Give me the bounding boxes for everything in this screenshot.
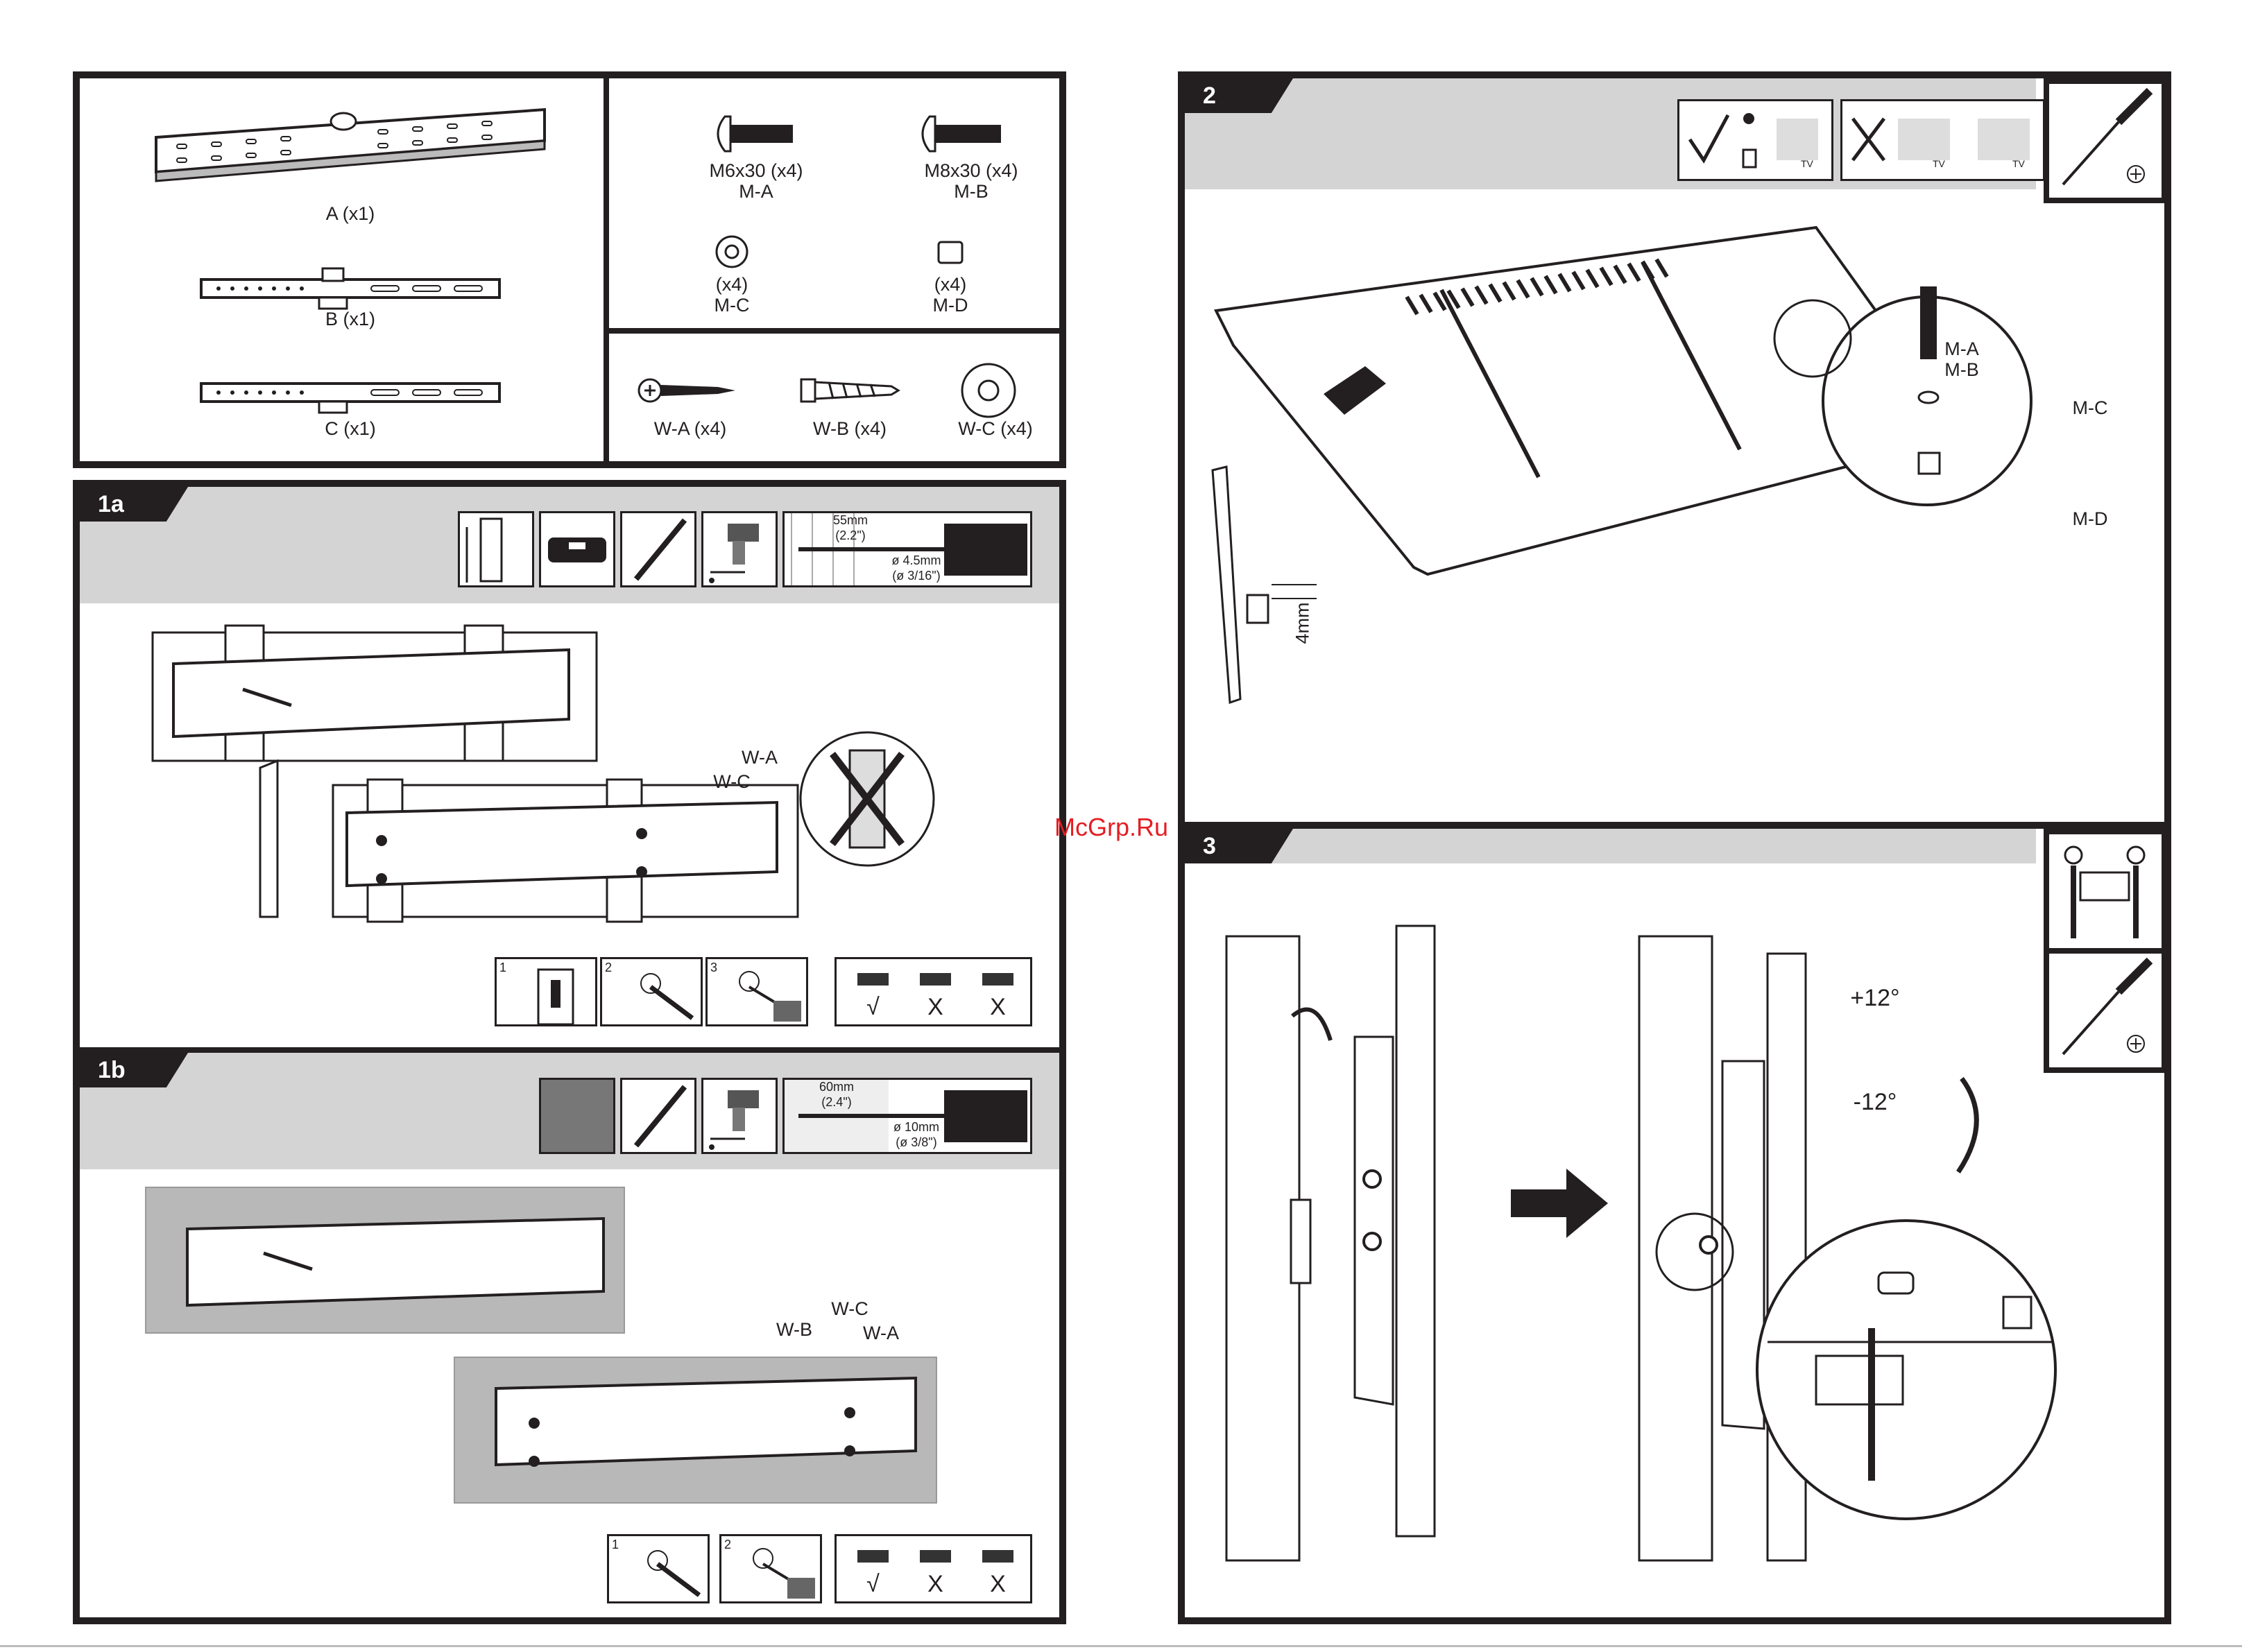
m-d-code-label: M-D	[881, 295, 1020, 316]
w-c-label: W-C (x4)	[926, 418, 1065, 440]
drill-diameter-inch-label: (ø 3/8")	[889, 1135, 944, 1150]
tv-label-3: TV	[2012, 158, 2025, 169]
step-3-header-band	[1185, 829, 2036, 863]
m-b-code-label: M-B	[881, 181, 1061, 203]
step-1-divider	[80, 1047, 1059, 1053]
m-c-qty-label: (x4)	[662, 274, 801, 295]
m-a-code-label: M-A	[666, 181, 846, 203]
drill-depth-diagram: 55mm (2.2") ø 4.5mm (ø 3/16")	[782, 511, 1032, 587]
washer-w-c-icon	[957, 359, 1020, 422]
step-1a-sub2-mark-holes: 2	[600, 957, 703, 1026]
callout-w-c: W-C	[704, 771, 760, 793]
wall-plate-a-drawing	[149, 106, 551, 182]
drill-diameter-label: ø 4.5mm	[889, 553, 944, 568]
parts-panel: A (x1) B (x1) C (x1) M6x30 (x4) M-A M8x3…	[73, 71, 1066, 468]
part-a-label: A (x1)	[288, 203, 413, 225]
page-bottom-rule	[0, 1645, 2242, 1647]
pencil-icon	[620, 511, 696, 587]
step-2-panel: 2 TV TV TV M-A M-B M-C M-D 4mm	[1178, 71, 2171, 829]
callout-w-b: W-B	[767, 1319, 822, 1341]
drill-diameter-inch-label: (ø 3/16")	[889, 569, 944, 583]
step-1a-sub3-drill: 3	[705, 957, 808, 1026]
step-1b-concrete-wall-illustration	[146, 1187, 992, 1520]
m-d-qty-label: (x4)	[881, 274, 1020, 295]
screw-m-b-icon	[909, 110, 1020, 158]
level-bad-mark-1: X	[920, 1571, 951, 1598]
parts-divider-vertical	[604, 78, 609, 461]
w-b-label: W-B (x4)	[780, 418, 919, 440]
part-c-label: C (x1)	[288, 418, 413, 440]
tilt-up-label: +12°	[1840, 985, 1910, 1012]
part-b-label: B (x1)	[288, 309, 413, 330]
callout-w-a: W-A	[732, 747, 787, 768]
m-c-code-label: M-C	[662, 295, 801, 316]
step-1b-level-check: √ X X	[835, 1534, 1032, 1603]
step-1a-sub1-locate-stud: 1	[495, 957, 597, 1026]
wood-stud-wall-icon	[458, 511, 534, 587]
drill-diameter-label: ø 10mm	[889, 1120, 944, 1135]
step-1b-sub2-drill: 2	[719, 1534, 822, 1603]
tv-hanging-illustration	[1213, 912, 2170, 1606]
drill-depth-inch-label: (2.4")	[805, 1095, 868, 1110]
spacer-m-d-icon	[933, 236, 968, 271]
step-1b-sub1-mark-holes: 1	[607, 1534, 710, 1603]
w-a-label: W-A (x4)	[621, 418, 760, 440]
callout-m-c: M-C	[2062, 397, 2118, 419]
power-drill-icon	[701, 1078, 778, 1154]
screw-m-a-icon	[704, 110, 815, 158]
arm-b-drawing	[198, 266, 503, 314]
level-ok-mark: √	[857, 994, 889, 1021]
gap-dimension-label: 4mm	[1292, 596, 1314, 651]
callout-w-c: W-C	[822, 1298, 878, 1320]
level-ok-mark: √	[857, 1571, 889, 1598]
callout-m-d: M-D	[2062, 508, 2118, 530]
tv-label-1: TV	[1801, 158, 1813, 169]
power-drill-icon	[701, 511, 778, 587]
watermark: McGrp.Ru	[1054, 813, 1168, 842]
phillips-screwdriver-icon	[2044, 78, 2167, 203]
drill-depth-diagram: 60mm (2.4") ø 10mm (ø 3/8")	[782, 1078, 1032, 1154]
callout-w-a: W-A	[853, 1323, 909, 1344]
arm-c-drawing	[198, 370, 503, 418]
concrete-wall-icon	[539, 1078, 615, 1154]
incorrect-mounting-icon: TV TV	[1840, 99, 2045, 181]
drill-depth-label: 60mm	[805, 1080, 868, 1094]
tilt-down-label: -12°	[1840, 1089, 1910, 1116]
tv-back-illustration	[1206, 214, 2038, 824]
stud-finder-icon	[539, 511, 615, 587]
step-1-panel: 1a 55mm (2.2") ø 4.5mm (ø 3/16")	[73, 480, 1066, 1624]
parts-divider-horizontal	[604, 328, 1059, 334]
washer-m-c-icon	[711, 231, 753, 273]
correct-mounting-icon: TV	[1677, 99, 1833, 181]
level-bad-mark-2: X	[982, 1571, 1013, 1598]
level-bad-mark-1: X	[920, 994, 951, 1021]
callout-m-b: M-B	[1934, 359, 1989, 381]
no-anchor-warning-icon	[798, 730, 936, 868]
level-bad-mark-2: X	[982, 994, 1013, 1021]
m-b-size-label: M8x30 (x4)	[881, 160, 1061, 182]
drill-depth-inch-label: (2.2")	[819, 528, 882, 543]
tv-label-2: TV	[1933, 158, 1945, 169]
m-a-size-label: M6x30 (x4)	[666, 160, 846, 182]
step-3-panel: 3 +12° -12°	[1178, 822, 2171, 1624]
drill-depth-label: 55mm	[819, 513, 882, 528]
step-1a-level-check: √ X X	[835, 957, 1032, 1026]
pencil-icon	[620, 1078, 696, 1154]
callout-m-a: M-A	[1934, 338, 1989, 360]
wood-screw-w-a-icon	[635, 373, 739, 408]
wall-anchor-w-b-icon	[794, 370, 905, 411]
